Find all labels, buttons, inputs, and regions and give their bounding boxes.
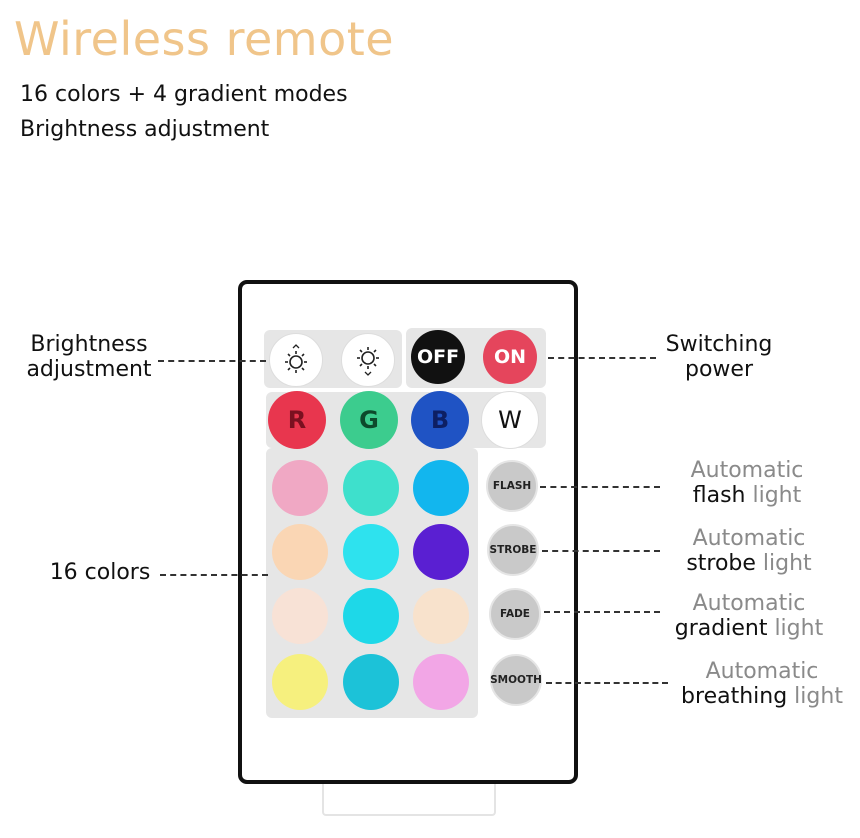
brightness-callout: Brightness adjustment	[24, 332, 154, 382]
gradient-callout-bold: gradient	[674, 616, 768, 641]
color-swatch-button[interactable]	[343, 654, 399, 710]
color-swatch-button[interactable]	[272, 588, 328, 644]
page-title: Wireless remote	[14, 12, 395, 66]
breathing-leader-line	[546, 682, 668, 684]
power-callout-line2: power	[685, 357, 753, 382]
subtitle-brightness: Brightness adjustment	[20, 117, 270, 142]
brightness-callout-line1: Brightness	[30, 332, 148, 357]
brightness-up-button[interactable]	[269, 333, 323, 387]
color-swatch-button[interactable]	[272, 460, 328, 516]
off-button[interactable]: OFF	[411, 330, 465, 384]
brightness-down-button[interactable]	[341, 333, 395, 387]
breathing-callout-line1: Automatic	[705, 659, 819, 684]
strobe-callout-line1: Automatic	[692, 526, 806, 551]
brightness-down-icon	[357, 347, 379, 376]
strobe-button[interactable]: STROBE	[487, 524, 539, 576]
color-swatch-button[interactable]	[343, 588, 399, 644]
color-swatch-button[interactable]	[413, 654, 469, 710]
gradient-callout: Automatic gradient light	[664, 591, 834, 641]
color-swatch-button[interactable]	[272, 654, 328, 710]
breathing-callout-line2: breathing light	[672, 684, 852, 709]
gradient-leader-line	[544, 611, 660, 613]
color-swatch-button[interactable]	[413, 588, 469, 644]
color-swatch-button[interactable]	[413, 460, 469, 516]
brightness-leader-line	[158, 360, 266, 362]
gradient-callout-line1: Automatic	[692, 591, 806, 616]
breathing-callout-rest: light	[787, 684, 843, 709]
gradient-callout-rest: light	[767, 616, 824, 641]
flash-callout-rest: light	[745, 483, 802, 508]
flash-leader-line	[540, 486, 660, 488]
flash-callout-line1: Automatic	[690, 458, 804, 483]
strobe-callout-rest: light	[755, 551, 812, 576]
flash-callout-line2: flash light	[662, 483, 832, 508]
fade-button[interactable]: FADE	[489, 588, 541, 640]
color-button-r[interactable]: R	[268, 391, 326, 449]
colors-callout: 16 colors	[49, 560, 151, 585]
color-swatch-button[interactable]	[343, 460, 399, 516]
color-button-b[interactable]: B	[411, 391, 469, 449]
gradient-callout-line2: gradient light	[664, 616, 834, 641]
strobe-leader-line	[542, 550, 660, 552]
color-swatch-button[interactable]	[343, 524, 399, 580]
strobe-callout-bold: strobe	[686, 551, 756, 576]
breathing-callout: Automatic breathing light	[672, 659, 852, 709]
strobe-callout-line2: strobe light	[664, 551, 834, 576]
on-button[interactable]: ON	[483, 330, 537, 384]
strobe-callout: Automatic strobe light	[664, 526, 834, 576]
breathing-callout-bold: breathing	[681, 684, 788, 709]
brightness-callout-line2: adjustment	[26, 357, 152, 382]
color-button-w[interactable]: W	[481, 391, 539, 449]
flash-callout-bold: flash	[692, 483, 746, 508]
colors-leader-line	[160, 574, 268, 576]
color-swatch-button[interactable]	[272, 524, 328, 580]
power-callout: Switching power	[656, 332, 782, 382]
smooth-button[interactable]: SMOOTH	[490, 654, 542, 706]
subtitle-colors-modes: 16 colors + 4 gradient modes	[20, 82, 348, 107]
power-callout-line1: Switching	[665, 332, 773, 357]
color-swatch-button[interactable]	[413, 524, 469, 580]
brightness-up-icon	[285, 344, 307, 373]
power-leader-line	[548, 357, 656, 359]
flash-button[interactable]: FLASH	[486, 460, 538, 512]
flash-callout: Automatic flash light	[662, 458, 832, 508]
color-button-g[interactable]: G	[340, 391, 398, 449]
remote-stand	[322, 784, 496, 816]
